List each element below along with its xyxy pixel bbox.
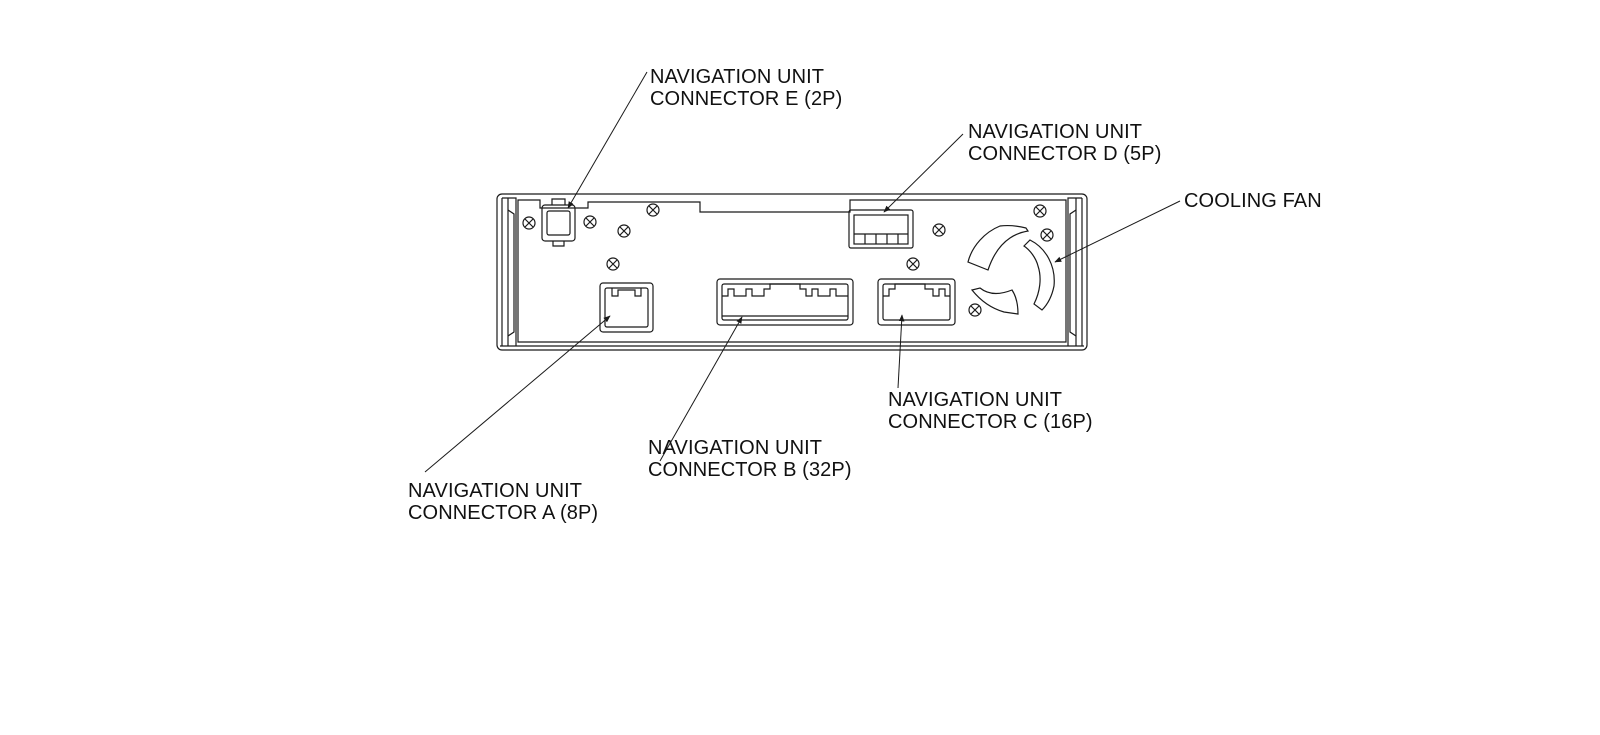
connector-c-shape <box>877 278 956 326</box>
connector-d-shape <box>848 209 914 249</box>
connector-c-label-line2: CONNECTOR C (16P) <box>888 411 1093 433</box>
cooling-fan-label-line1: COOLING FAN <box>1184 190 1322 212</box>
screw-icon <box>583 215 597 229</box>
connector-e-label-line1: NAVIGATION UNIT <box>650 66 825 88</box>
connector-e-label: NAVIGATION UNIT CONNECTOR E (2P) <box>650 66 842 110</box>
connector-b-label-line2: CONNECTOR B (32P) <box>648 459 852 481</box>
connector-e-shape <box>541 198 576 247</box>
screw-icon <box>968 303 982 317</box>
connector-a-shape <box>599 282 654 333</box>
screw-icon <box>1033 204 1047 218</box>
leader-line-c <box>897 314 905 389</box>
connector-a-label-line1: NAVIGATION UNIT <box>408 480 583 502</box>
connector-b-label: NAVIGATION UNIT CONNECTOR B (32P) <box>648 437 852 481</box>
right-bracket <box>1067 197 1083 346</box>
leader-line-b <box>659 316 743 462</box>
leader-line-e <box>567 71 648 209</box>
leader-line-a <box>424 315 611 473</box>
left-bracket <box>501 197 517 346</box>
connector-d-label-line2: CONNECTOR D (5P) <box>968 143 1162 165</box>
screw-icon <box>522 216 536 230</box>
connector-a-label: NAVIGATION UNIT CONNECTOR A (8P) <box>408 480 598 524</box>
screw-icon <box>932 223 946 237</box>
screw-icon <box>906 257 920 271</box>
connector-b-label-line1: NAVIGATION UNIT <box>648 437 823 459</box>
screw-icon <box>606 257 620 271</box>
screw-icon <box>1040 228 1054 242</box>
cooling-fan-label: COOLING FAN <box>1184 190 1322 212</box>
leader-line-d <box>883 133 964 213</box>
screw-icon <box>617 224 631 238</box>
unit-housing <box>496 193 1088 351</box>
connector-c-label-line1: NAVIGATION UNIT <box>888 389 1063 411</box>
connector-a-label-line2: CONNECTOR A (8P) <box>408 502 599 524</box>
connector-c-label: NAVIGATION UNIT CONNECTOR C (16P) <box>888 389 1093 433</box>
screw-icon <box>646 203 660 217</box>
connector-b-shape <box>716 278 854 326</box>
leader-line-fan <box>1054 200 1181 263</box>
connector-d-label: NAVIGATION UNIT CONNECTOR D (5P) <box>968 121 1161 165</box>
cooling-fan-shape <box>967 225 1055 315</box>
inner-panel <box>517 199 1067 343</box>
connector-e-label-line2: CONNECTOR E (2P) <box>650 88 843 110</box>
connector-d-label-line1: NAVIGATION UNIT <box>968 121 1143 143</box>
